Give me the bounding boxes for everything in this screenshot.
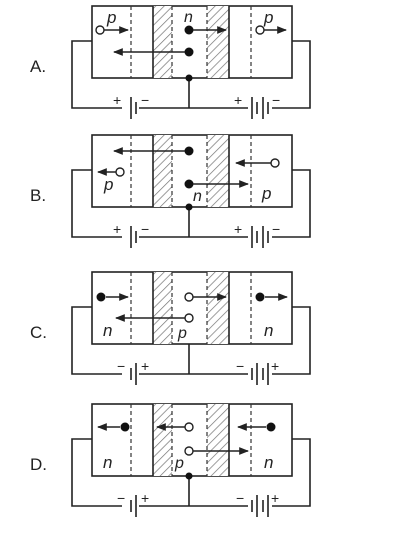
option-d-left-battery-right-sign: + — [141, 490, 149, 506]
option-d-right-battery: − + — [236, 490, 279, 517]
option-d-right-battery-right-sign: + — [271, 490, 279, 506]
option-a-left-battery: + − — [113, 92, 149, 119]
option-d-region-left-label: n — [103, 453, 112, 472]
option-c-left-battery-left-sign: − — [117, 358, 125, 374]
option-c-region-left-label: n — [103, 321, 112, 340]
option-b-depletion-left — [153, 135, 172, 207]
option-a-right-battery-left-sign: + — [234, 92, 242, 108]
option-d-depletion-right — [207, 404, 229, 476]
option-a-depletion-right — [207, 6, 229, 78]
option-b-left-battery: + − — [113, 221, 149, 248]
option-c-left-battery-right-sign: + — [141, 358, 149, 374]
option-d-right-battery-left-sign: − — [236, 490, 244, 506]
option-b-right-battery-right-sign: − — [272, 221, 280, 237]
option-b-depletion-right — [207, 135, 229, 207]
option-c-depletion-right — [207, 272, 229, 344]
option-b-right-battery-left-sign: + — [234, 221, 242, 237]
option-b-region-right-label: p — [261, 184, 271, 203]
option-a[interactable]: A. + − + − p n p — [30, 5, 311, 119]
option-c-label: C. — [30, 323, 47, 342]
option-d-device — [91, 403, 293, 477]
option-b-carriers — [97, 146, 280, 211]
option-c-device — [91, 271, 293, 345]
option-b-left-battery-left-sign: + — [113, 221, 121, 237]
option-d[interactable]: D. − + − + n p n — [30, 403, 311, 517]
option-b-right-battery: + − — [234, 221, 280, 248]
option-c-right-battery-left-sign: − — [236, 358, 244, 374]
option-d-depletion-left — [153, 404, 172, 476]
option-b[interactable]: B. + − + − p n p — [30, 134, 311, 248]
option-d-left-battery: − + — [117, 490, 149, 517]
option-c-left-battery: − + — [117, 358, 149, 385]
option-c[interactable]: C. − + − + n p n — [30, 271, 311, 385]
option-a-depletion-left — [153, 6, 172, 78]
option-d-region-middle-label: p — [174, 455, 184, 472]
option-b-region-left-label: p — [103, 175, 113, 194]
option-b-region-middle-label: n — [193, 188, 202, 205]
option-a-left-battery-right-sign: − — [141, 92, 149, 108]
option-d-left-battery-left-sign: − — [117, 490, 125, 506]
option-d-label: D. — [30, 455, 47, 474]
option-a-region-middle-label: n — [184, 9, 193, 26]
option-d-region-right-label: n — [264, 453, 273, 472]
option-a-right-battery: + − — [234, 92, 280, 119]
option-c-depletion-left — [153, 272, 172, 344]
option-b-left-battery-right-sign: − — [141, 221, 149, 237]
option-c-carriers — [96, 292, 288, 323]
option-c-right-battery-right-sign: + — [271, 358, 279, 374]
option-b-label: B. — [30, 186, 46, 205]
option-a-region-right-label: p — [263, 8, 273, 27]
option-a-label: A. — [30, 57, 46, 76]
option-c-region-middle-label: p — [177, 325, 187, 342]
option-c-right-battery: − + — [236, 358, 279, 385]
option-c-region-right-label: n — [264, 321, 273, 340]
option-a-left-battery-left-sign: + — [113, 92, 121, 108]
option-b-device — [91, 134, 293, 208]
option-d-carriers — [97, 422, 276, 480]
option-a-right-battery-right-sign: − — [272, 92, 280, 108]
option-a-carriers — [95, 25, 287, 82]
option-a-region-left-label: p — [106, 8, 116, 27]
